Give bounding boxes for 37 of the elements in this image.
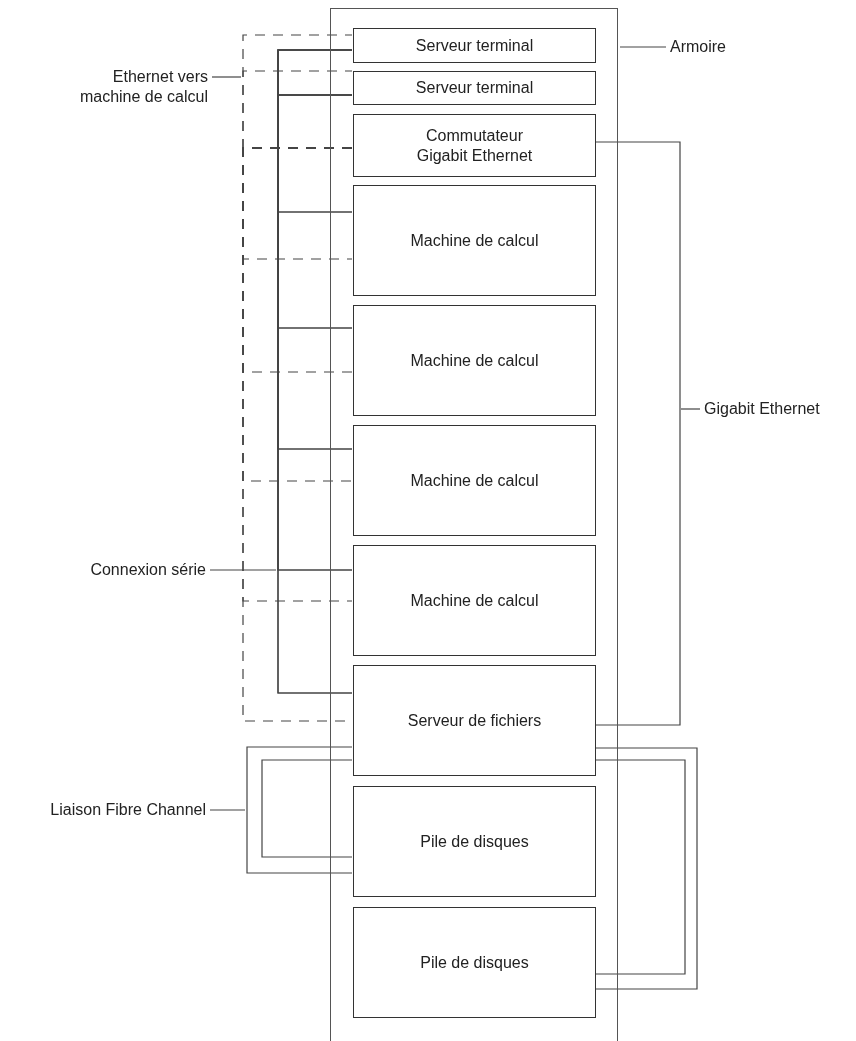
cabinet-outline: [330, 8, 618, 1041]
callout-label: Liaison Fibre Channel: [50, 800, 206, 820]
box-label: Serveur terminal: [415, 78, 534, 98]
equipment-box: [353, 425, 596, 536]
box-label: Machine de calcul: [410, 590, 539, 611]
leader-line: [619, 46, 667, 48]
box-label: Pile de disques: [420, 952, 529, 973]
callout-label: Gigabit Ethernet: [704, 399, 820, 419]
equipment-box: [353, 665, 596, 776]
dashed-connector: [242, 70, 353, 149]
equipment-box: [353, 185, 596, 296]
callout-label: Ethernet vers machine de calcul: [78, 67, 208, 107]
leader-line: [209, 809, 246, 811]
equipment-box: [353, 305, 596, 416]
box-label: Machine de calcul: [410, 470, 539, 491]
equipment-box: [353, 71, 596, 105]
box-label: Pile de disques: [420, 831, 529, 852]
equipment-box: [353, 28, 596, 63]
connector-line: [261, 759, 353, 858]
connector-line: [594, 759, 686, 975]
connector-line: [594, 747, 698, 990]
equipment-box: [353, 545, 596, 656]
equipment-box: [353, 114, 596, 177]
connector-line: [594, 141, 681, 726]
box-label: Serveur de fichiers: [407, 710, 542, 731]
box-label: Machine de calcul: [410, 350, 539, 371]
callout-label: Connexion série: [90, 560, 206, 580]
box-label: Serveur terminal: [415, 35, 534, 56]
leader-line: [209, 569, 277, 571]
equipment-box: [353, 786, 596, 897]
box-label: Machine de calcul: [410, 230, 539, 251]
box-label: Commutateur Gigabit Ethernet: [415, 125, 534, 166]
leader-line: [211, 76, 242, 78]
callout-label: Armoire: [670, 37, 726, 57]
leader-line: [680, 408, 701, 410]
equipment-box: [353, 907, 596, 1018]
connector-line: [246, 746, 353, 874]
